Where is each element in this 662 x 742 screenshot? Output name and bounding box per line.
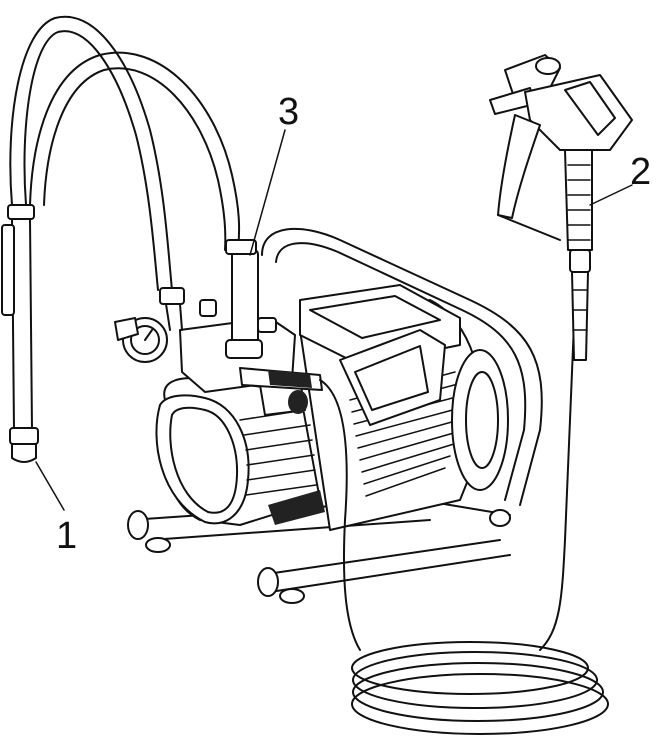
callout-3: 3 (249, 91, 299, 256)
pump (114, 239, 325, 526)
spray-gun (489, 54, 633, 361)
callout-2: 2 (589, 151, 651, 206)
suction-hose (1, 15, 241, 463)
high-pressure-hose (319, 299, 609, 735)
label-return-hose: 3 (278, 91, 299, 133)
label-spray-gun: 2 (630, 151, 651, 193)
callout-1: 1 (35, 461, 77, 557)
motor (299, 284, 509, 531)
label-suction-hose: 1 (56, 515, 77, 557)
